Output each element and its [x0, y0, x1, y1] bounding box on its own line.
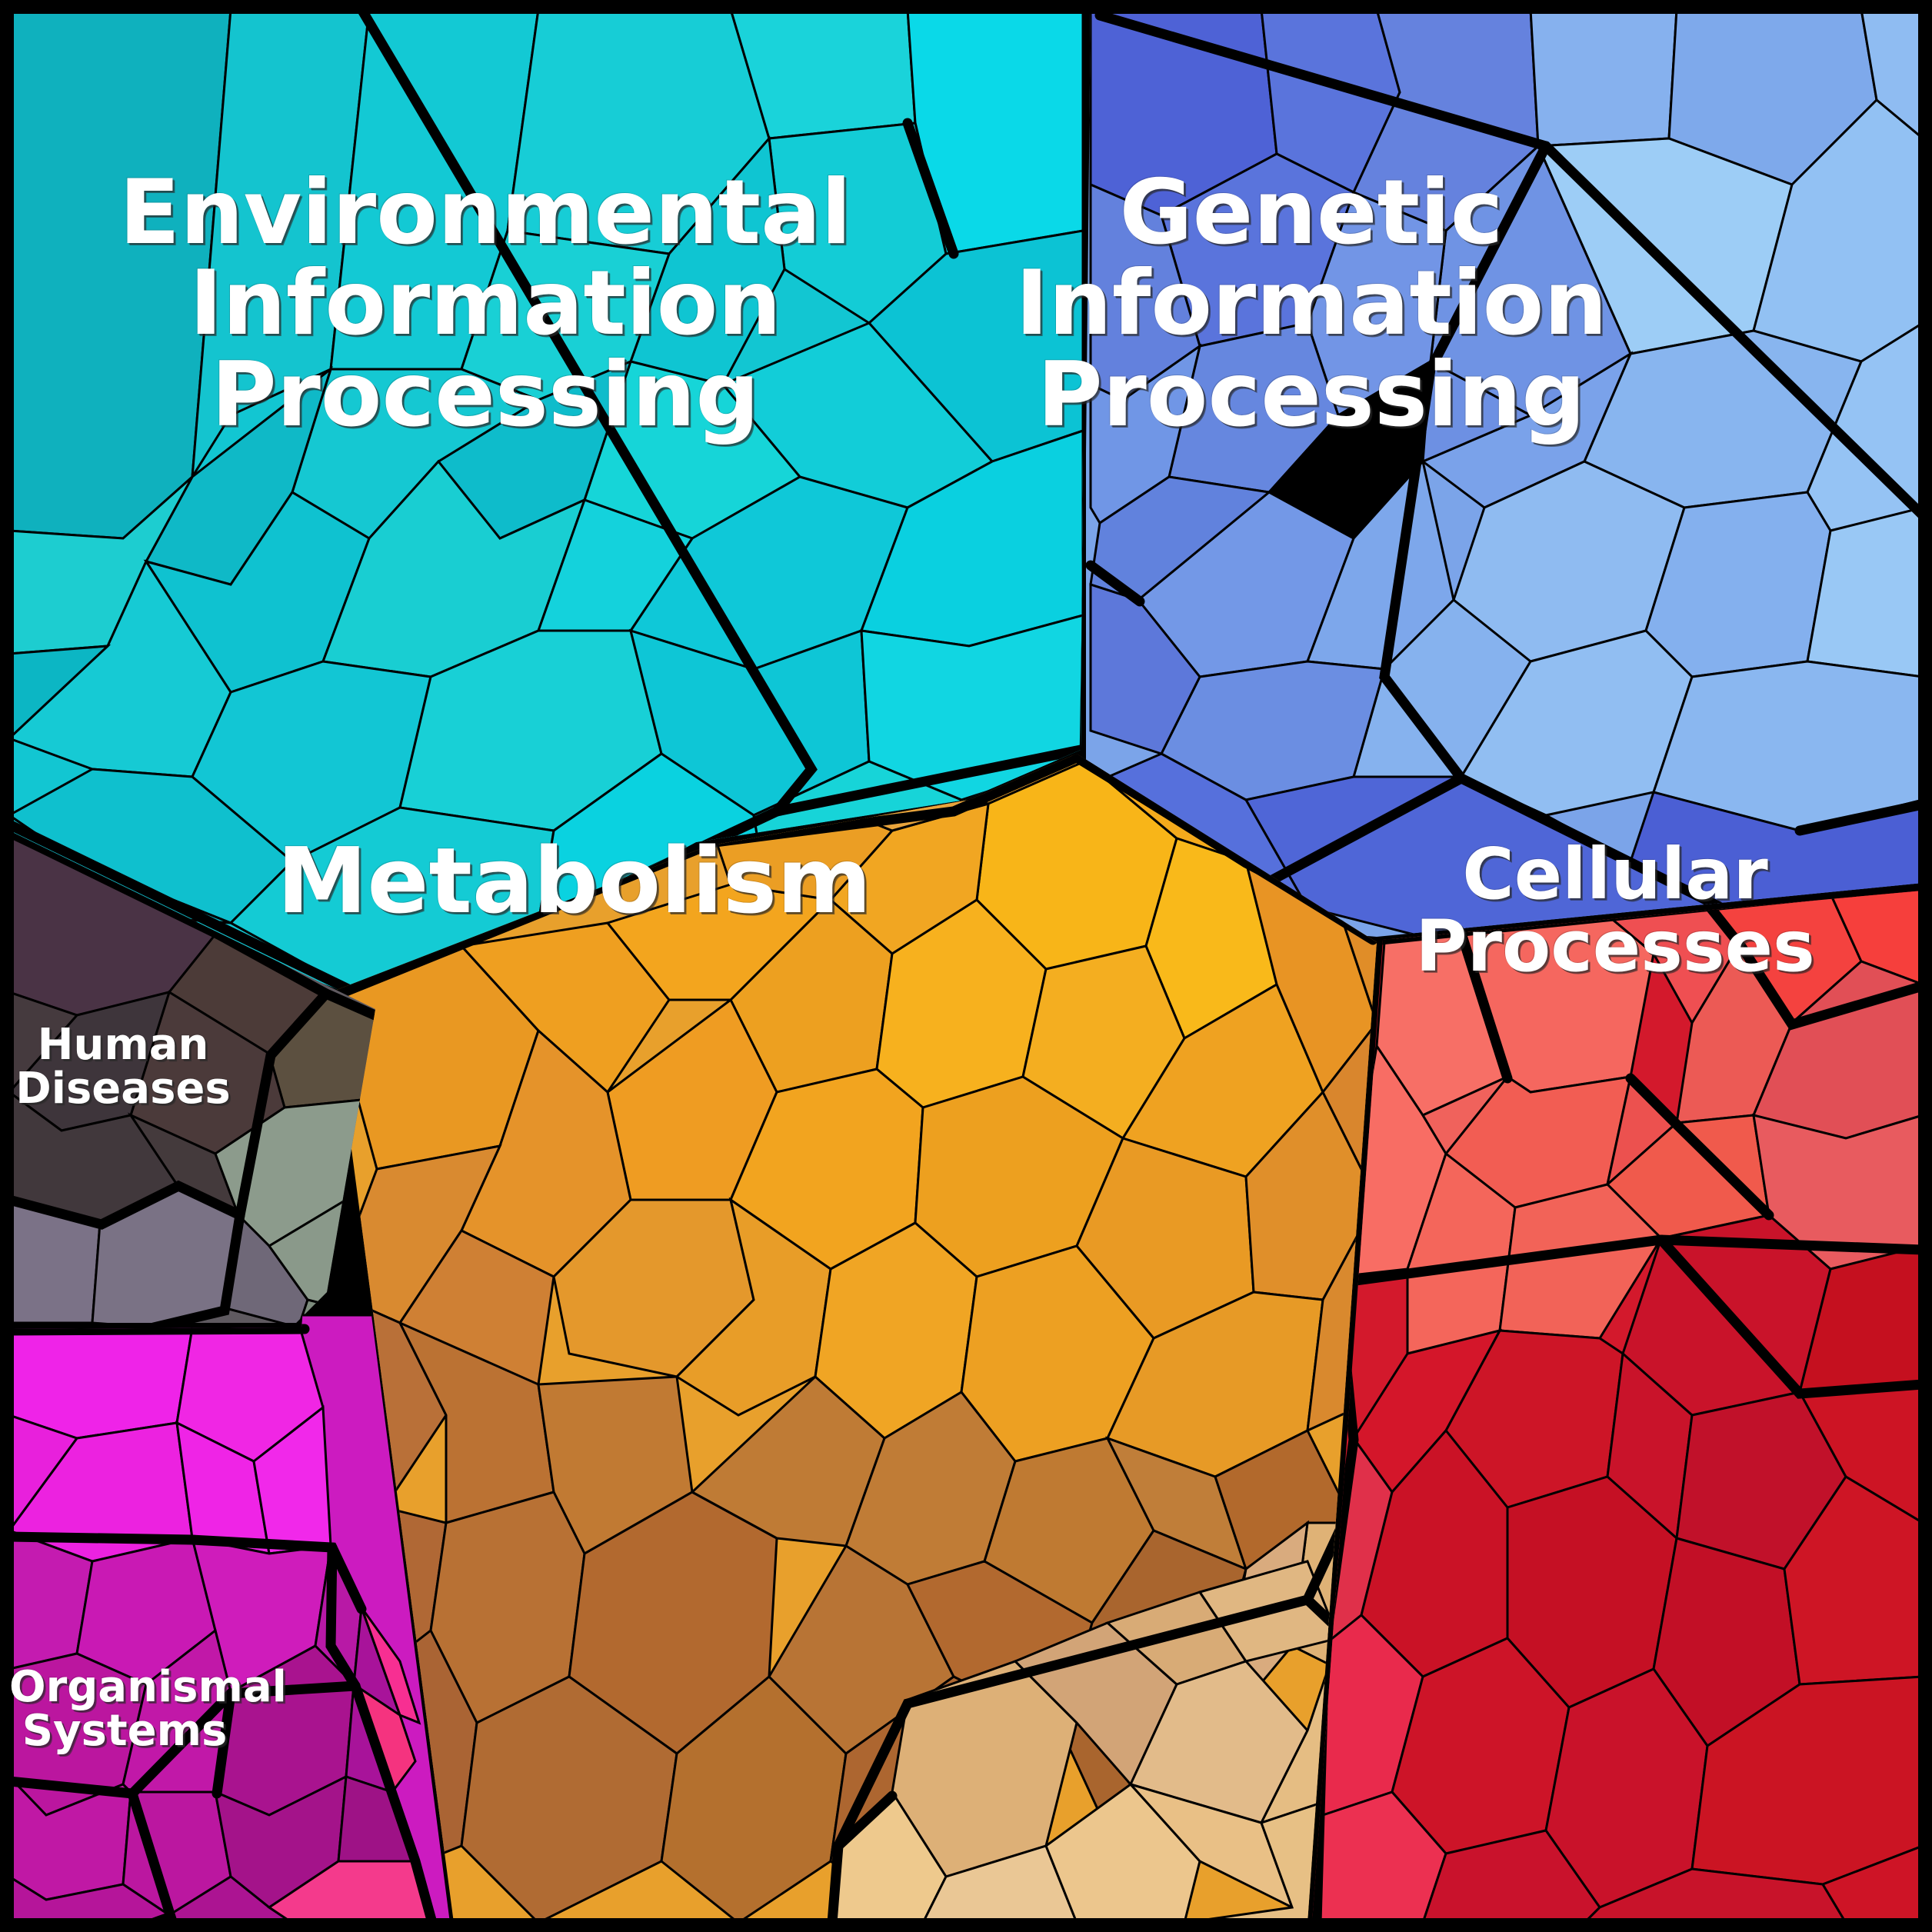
cells-organismal-systems: [9, 1314, 450, 1923]
cells-genetic-information-processing: [1086, 9, 1923, 937]
cells-cellular-processes: [1312, 891, 1923, 1923]
cells-human-diseases: [9, 831, 375, 1323]
